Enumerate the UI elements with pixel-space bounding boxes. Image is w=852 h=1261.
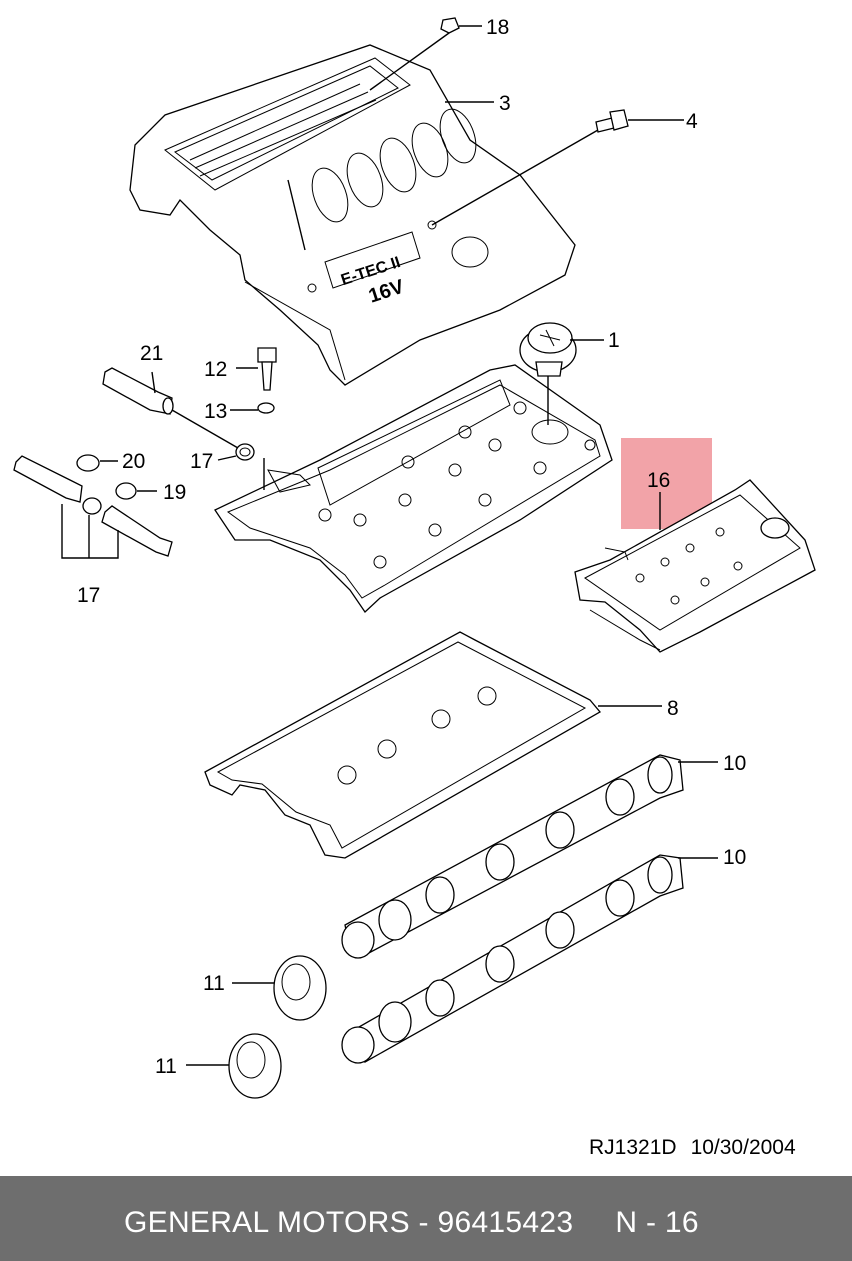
nut-part-18	[440, 17, 460, 34]
diagram-canvas: E-TEC II 16V	[13, 16, 816, 1099]
camshaft-seal-lower	[228, 1033, 282, 1099]
callout-20: 20	[122, 450, 145, 473]
callout-19: 19	[163, 481, 186, 504]
hose-part-21	[102, 367, 174, 415]
callout-17-lower: 17	[77, 584, 100, 607]
camshaft-seal-upper	[273, 955, 327, 1021]
callout-12: 12	[204, 358, 227, 381]
washer-part-13	[257, 402, 275, 414]
drawing-reference: RJ1321D 10/30/2004	[589, 1136, 810, 1160]
callout-21: 21	[140, 342, 163, 365]
callout-17-upper: 17	[190, 450, 213, 473]
callout-10-upper: 10	[723, 752, 746, 775]
exploded-parts-diagram: E-TEC II 16V	[13, 16, 816, 1099]
footer-bar: GENERAL MOTORS - 96415423 N - 16	[0, 1176, 852, 1261]
hose-assembly-left	[13, 454, 173, 559]
footer-page-number: N - 16	[615, 1206, 699, 1239]
head-cover-gasket	[204, 631, 601, 859]
head-cover-assembly-16	[574, 479, 816, 653]
bolt-part-4	[595, 109, 629, 133]
leader-lines	[100, 25, 718, 1066]
footer-text: GENERAL MOTORS - 96415423 N - 16	[124, 1206, 699, 1240]
callout-10-lower: 10	[723, 846, 746, 869]
cylinder-head-cover	[214, 364, 613, 613]
callout-13: 13	[204, 400, 227, 423]
callout-1: 1	[608, 329, 620, 352]
clamp-part-17-upper	[235, 443, 255, 461]
callout-18: 18	[486, 16, 509, 39]
callout-16: 16	[647, 469, 670, 492]
footer-brand-part-number: GENERAL MOTORS - 96415423	[124, 1206, 574, 1239]
callout-11-lower: 11	[155, 1055, 177, 1078]
callout-4: 4	[686, 110, 698, 133]
camshaft-upper	[341, 754, 684, 959]
callout-3: 3	[499, 92, 511, 115]
drawing-code: RJ1321D	[589, 1136, 677, 1159]
bolt-part-12	[257, 347, 277, 391]
oil-filler-cap	[519, 322, 577, 377]
callout-11-upper: 11	[203, 972, 225, 995]
engine-cover: E-TEC II 16V	[129, 44, 576, 386]
camshaft-lower	[341, 854, 684, 1064]
callout-8: 8	[667, 697, 679, 720]
drawing-date: 10/30/2004	[690, 1136, 796, 1159]
